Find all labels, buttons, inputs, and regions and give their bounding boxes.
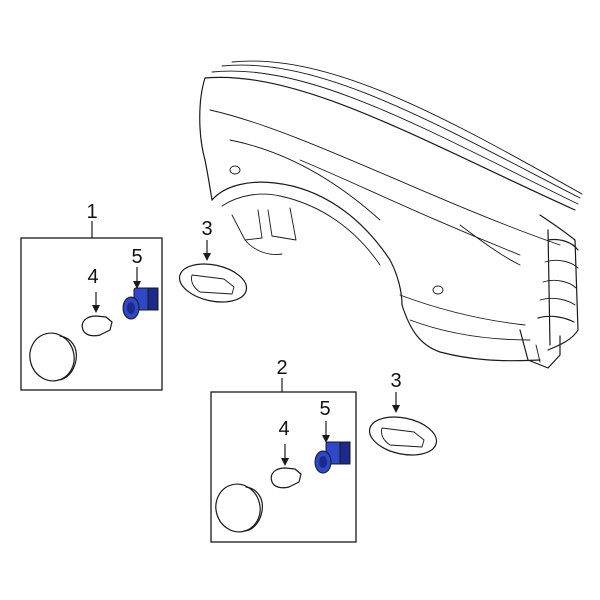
kit-2-group: 2 4 5 [210,357,357,543]
callout-kit-2: 2 [276,357,287,379]
marker-lamp-housing-2 [215,483,263,533]
callout-kit-1: 1 [86,201,97,223]
kit-2-frame [210,391,357,543]
callout-bulb-4-box2: 4 [278,418,289,440]
socket-icon [122,287,159,320]
marker-lamp-housing [29,332,77,382]
callout-gasket-3-lower: 3 [390,370,401,392]
lens-gasket-lower: 3 [368,370,438,456]
callout-gasket-3-upper: 3 [201,218,212,240]
callout-socket-5: 5 [131,246,142,268]
lens-gasket-upper: 3 [178,218,248,303]
callout-socket-5-box2: 5 [319,398,330,420]
socket-icon-2 [314,441,351,474]
truck-bed-fender-illustration [199,60,583,369]
bulb-icon-2 [270,467,302,489]
callout-bulb-4: 4 [87,266,98,288]
kit-1-group: 1 4 5 [20,201,163,391]
bulb-icon [81,315,113,337]
